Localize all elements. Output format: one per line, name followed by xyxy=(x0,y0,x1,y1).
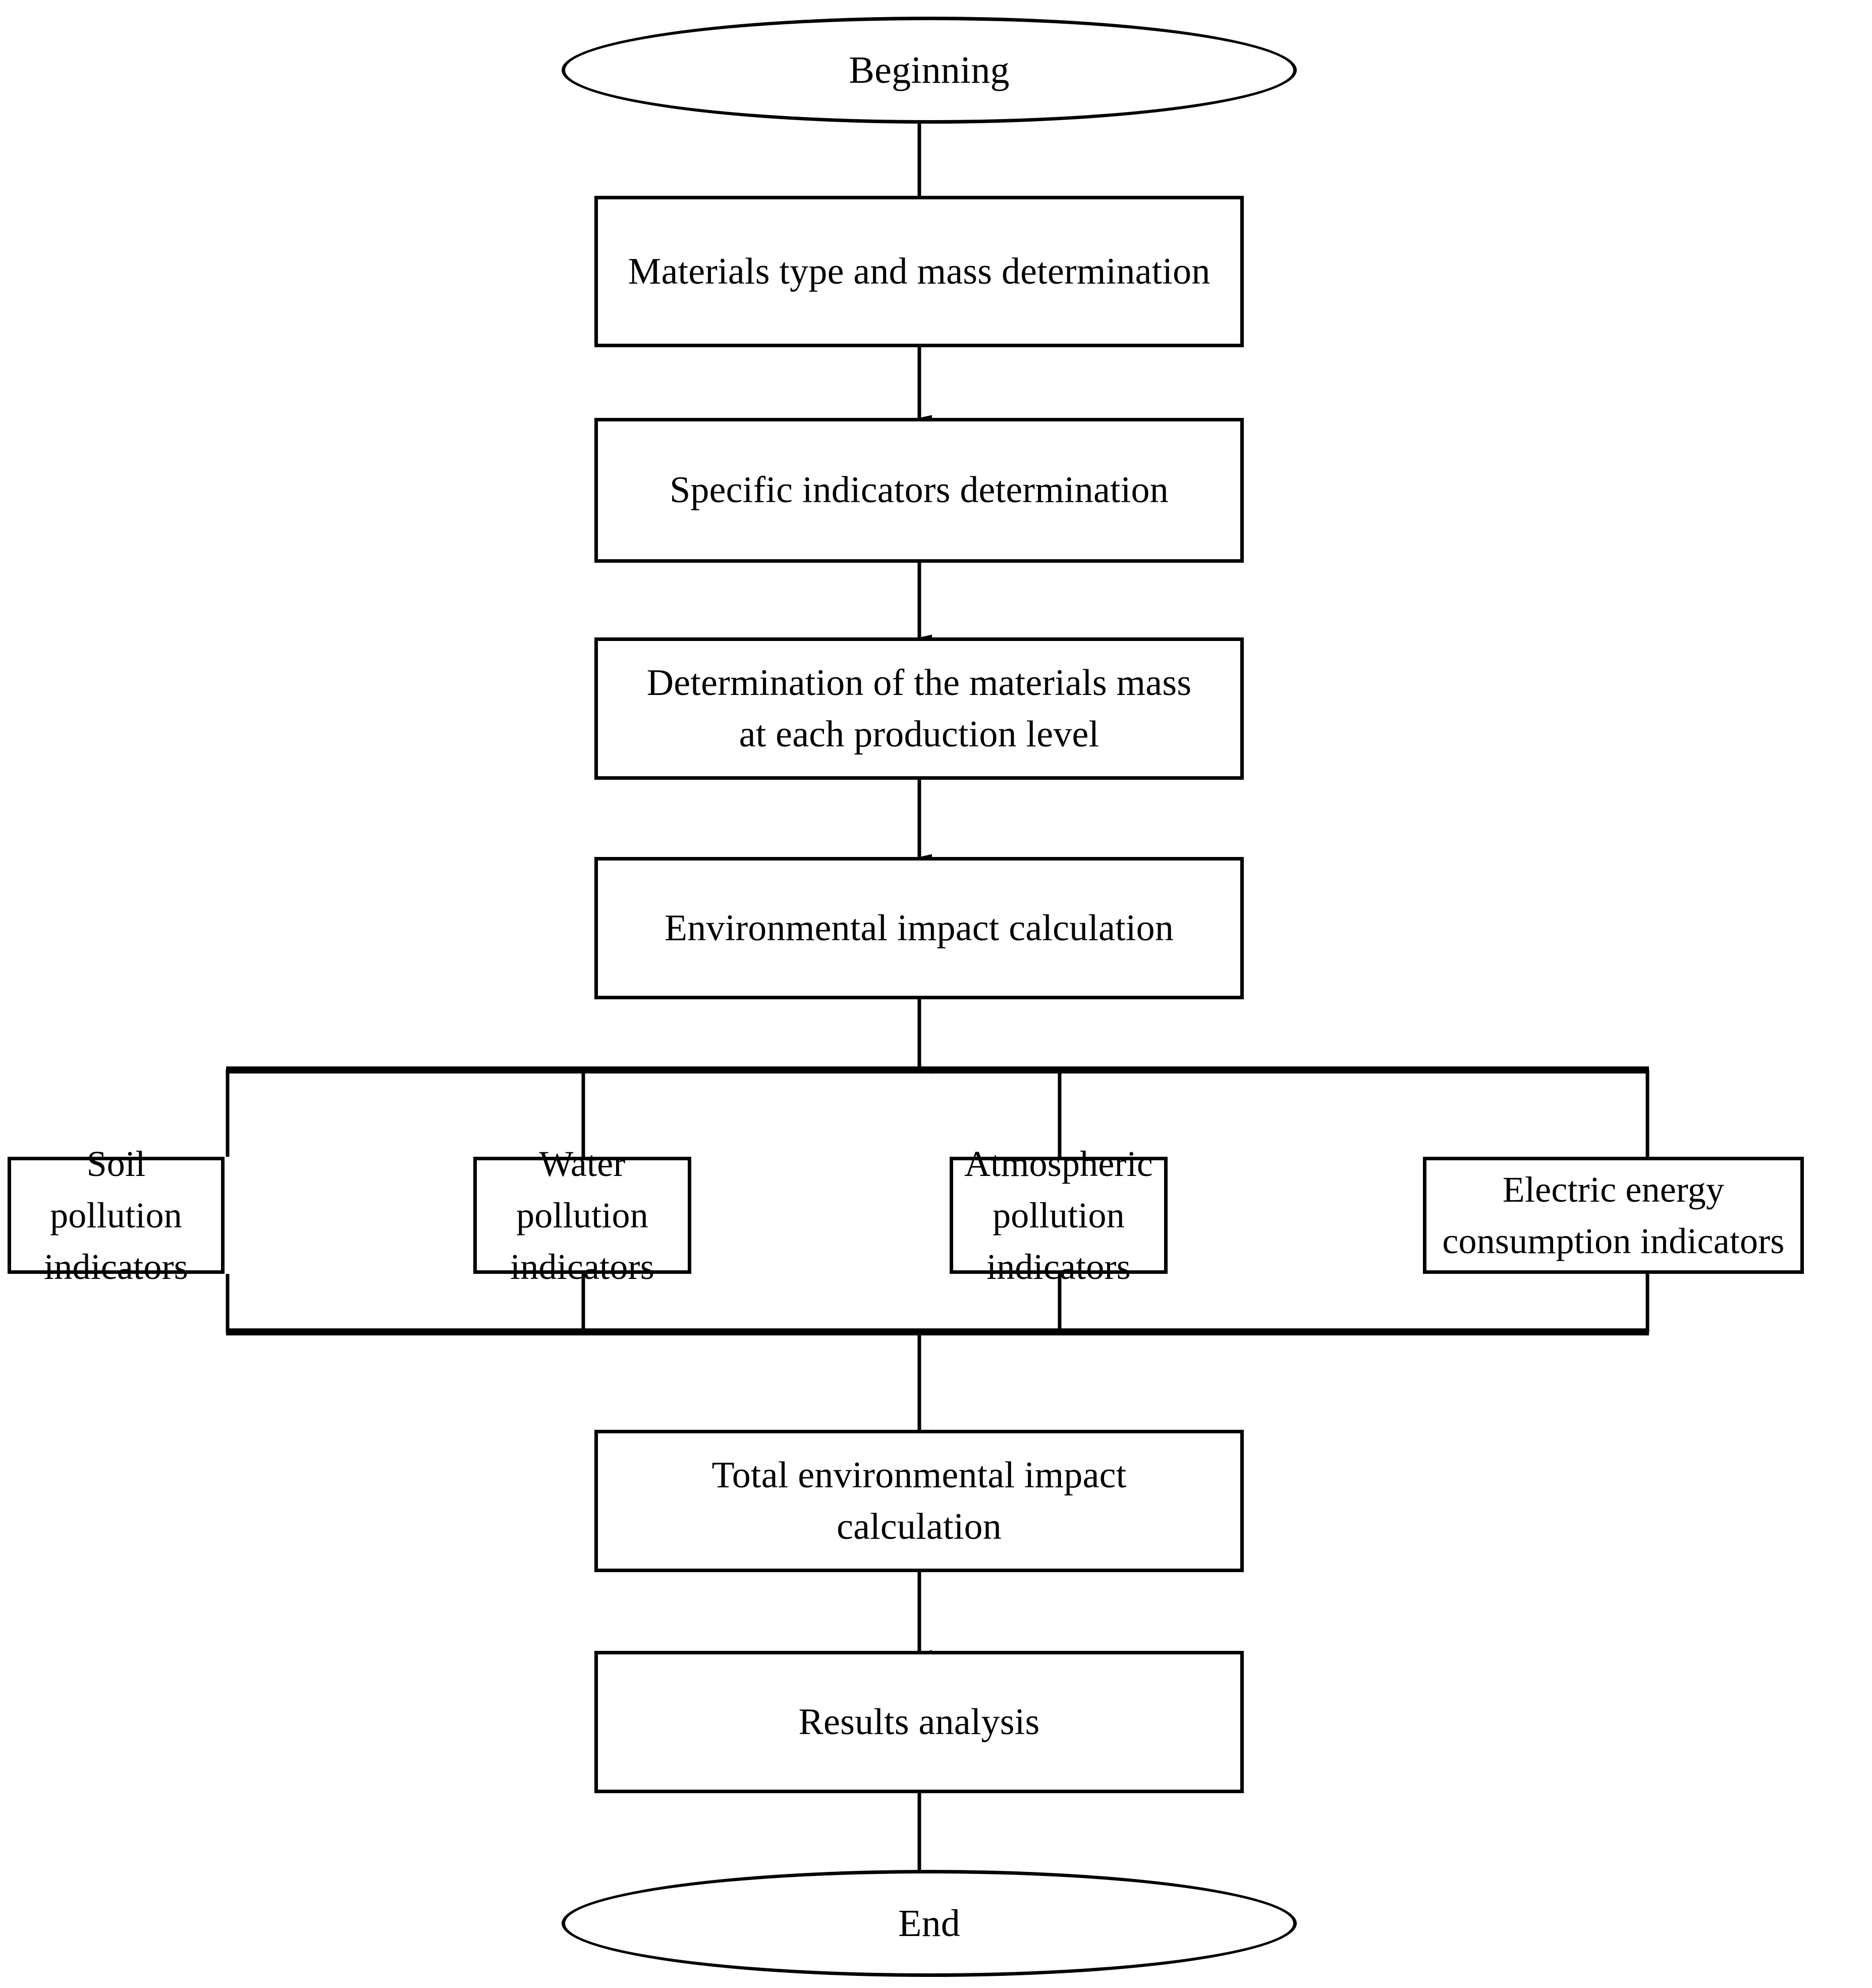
node-step1[interactable]: Materials type and mass determination xyxy=(594,196,1244,347)
node-branch4-electric-energy-consumption-indicators[interactable]: Electric energy consumption indicators xyxy=(1423,1157,1804,1274)
node-start[interactable]: Beginning xyxy=(562,17,1297,124)
node-step2-label: Specific indicators determination xyxy=(670,469,1169,511)
node-end-label: End xyxy=(898,1902,961,1945)
node-branch1-soil-pollution-indicators[interactable]: Soil pollution indicators xyxy=(8,1144,225,1287)
node-branch4-label: Electric energy consumption indicators xyxy=(1442,1169,1785,1261)
node-branch2-water-pollution-indicators[interactable]: Water pollution indicators xyxy=(473,1144,691,1287)
node-start-label: Beginning xyxy=(849,48,1010,91)
node-step5-label: Total environmental impact calculation xyxy=(711,1454,1127,1547)
node-end[interactable]: End xyxy=(562,1870,1297,1977)
node-step4[interactable]: Environmental impact calculation xyxy=(594,857,1244,999)
node-step3[interactable]: Determination of the materials mass at e… xyxy=(594,637,1244,780)
node-branch2-label: Water pollution indicators xyxy=(510,1143,654,1287)
node-step1-label: Materials type and mass determination xyxy=(628,250,1210,292)
node-step6-label: Results analysis xyxy=(798,1701,1040,1743)
node-step4-label: Environmental impact calculation xyxy=(664,907,1174,949)
node-branch3-label: Atmospheric pollution indicators xyxy=(964,1143,1153,1287)
node-branch1-label: Soil pollution indicators xyxy=(44,1143,188,1287)
node-branch3-atmospheric-pollution-indicators[interactable]: Atmospheric pollution indicators xyxy=(950,1144,1168,1287)
node-step6[interactable]: Results analysis xyxy=(594,1651,1244,1793)
node-step5[interactable]: Total environmental impact calculation xyxy=(594,1430,1244,1572)
node-step3-label: Determination of the materials mass at e… xyxy=(646,662,1192,755)
node-step2[interactable]: Specific indicators determination xyxy=(594,418,1244,563)
